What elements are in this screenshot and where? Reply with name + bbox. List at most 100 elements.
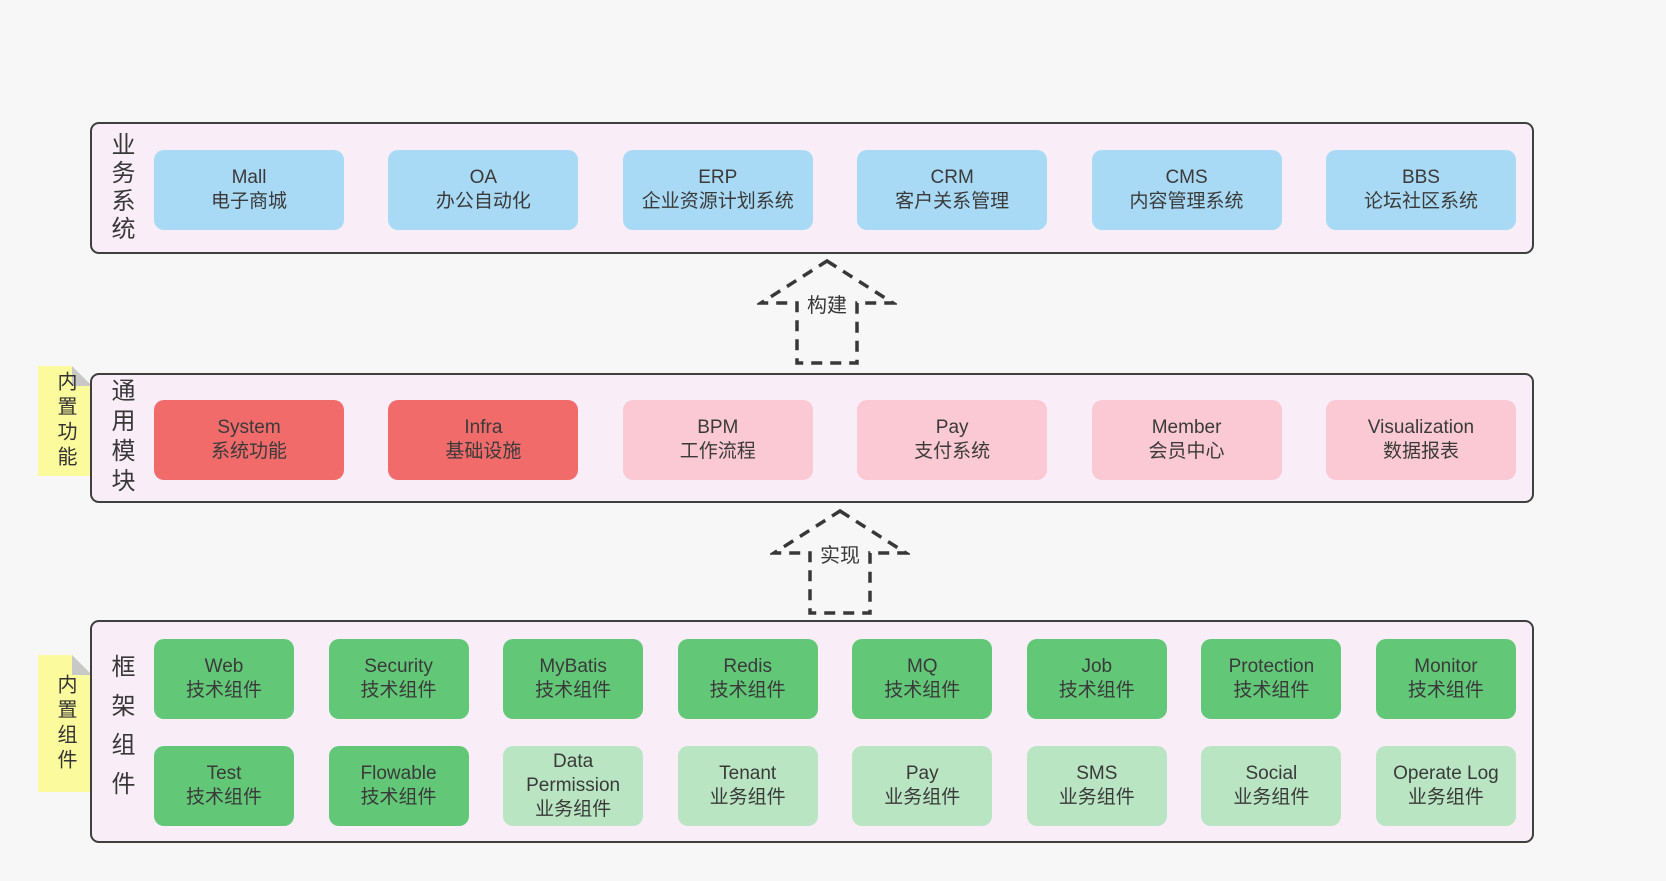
- box-subtitle: 技术组件: [185, 680, 262, 701]
- box-row: System 系统功能 Infra 基础设施 BPM 工作流程 Pay 支付系统 Member 会…: [154, 400, 1516, 480]
- module-box-pay: Pay 业务组件: [852, 746, 993, 826]
- box-subtitle: 客户关系管理: [895, 191, 1010, 212]
- box-title: OA: [469, 166, 498, 188]
- module-box-sms: SMS 业务组件: [1026, 746, 1167, 826]
- band-label: 通用模块: [107, 378, 134, 498]
- box-subtitle: 企业资源计划系统: [641, 191, 794, 212]
- box-subtitle: 技术组件: [709, 680, 786, 701]
- band-label: 框架组件: [107, 653, 134, 810]
- box-subtitle: 技术组件: [1233, 680, 1310, 701]
- box-title: Tenant: [719, 762, 777, 784]
- box-subtitle: 业务组件: [535, 799, 612, 821]
- box-subtitle: 技术组件: [185, 787, 262, 808]
- box-subtitle: 电子商城: [210, 191, 287, 212]
- dashed-up-arrow-icon: [770, 508, 910, 615]
- box-title: BBS: [1401, 166, 1440, 188]
- module-box-oa: OA 办公自动化: [388, 150, 579, 230]
- module-box-data-permission: Data Permission 业务组件: [503, 746, 644, 826]
- module-box-flowable: Flowable 技术组件: [328, 746, 469, 826]
- sticky-note-builtin-components: 内置组件: [38, 655, 92, 792]
- box-subtitle: 技术组件: [535, 680, 612, 701]
- module-box-operate-log: Operate Log 业务组件: [1375, 746, 1516, 826]
- module-box-mybatis: MyBatis 技术组件: [503, 639, 644, 719]
- module-box-security: Security 技术组件: [328, 639, 469, 719]
- box-subtitle: 内容管理系统: [1129, 191, 1244, 212]
- box-title: Member: [1151, 416, 1222, 438]
- module-box-bpm: BPM 工作流程: [622, 400, 813, 480]
- band-label: 业务系统: [107, 132, 134, 244]
- sticky-note-builtin-features: 内置功能: [38, 366, 92, 476]
- box-subtitle: 办公自动化: [435, 191, 531, 212]
- box-subtitle: 业务组件: [884, 787, 961, 808]
- module-box-social: Social 业务组件: [1201, 746, 1342, 826]
- module-box-tenant: Tenant 业务组件: [677, 746, 818, 826]
- box-title: Data Permission: [526, 750, 621, 796]
- box-subtitle: 技术组件: [1058, 680, 1135, 701]
- box-subtitle: 技术组件: [884, 680, 961, 701]
- box-subtitle: 基础设施: [445, 441, 522, 462]
- box-title: Security: [364, 655, 433, 677]
- box-title: ERP: [698, 166, 738, 188]
- box-subtitle: 系统功能: [210, 441, 287, 462]
- box-title: SMS: [1076, 762, 1118, 784]
- box-subtitle: 工作流程: [679, 441, 756, 462]
- module-box-pay: Pay 支付系统: [857, 400, 1048, 480]
- box-title: Social: [1245, 762, 1298, 784]
- note-label: 内置功能: [54, 371, 76, 471]
- box-subtitle: 数据报表: [1382, 441, 1459, 462]
- box-title: Job: [1081, 655, 1113, 677]
- arrow-label: 构建: [804, 294, 850, 318]
- module-box-cms: CMS 内容管理系统: [1091, 150, 1282, 230]
- module-box-web: Web 技术组件: [154, 639, 294, 719]
- box-title: System: [217, 416, 281, 438]
- box-title: Operate Log: [1393, 762, 1499, 784]
- module-box-mq: MQ 技术组件: [852, 639, 993, 719]
- arrow-build: 构建: [757, 257, 897, 367]
- box-subtitle: 支付系统: [914, 441, 991, 462]
- box-title: CMS: [1165, 166, 1208, 188]
- box-title: Infra: [464, 416, 503, 438]
- module-box-test: Test 技术组件: [154, 746, 294, 826]
- module-box-visualization: Visualization 数据报表: [1325, 400, 1516, 480]
- box-subtitle: 业务组件: [1233, 787, 1310, 808]
- module-box-bbs: BBS 论坛社区系统: [1325, 150, 1516, 230]
- box-subtitle: 技术组件: [360, 787, 437, 808]
- box-title: Pay: [905, 762, 939, 784]
- module-box-monitor: Monitor 技术组件: [1375, 639, 1516, 719]
- arrow-label: 实现: [817, 544, 863, 568]
- module-box-job: Job 技术组件: [1026, 639, 1167, 719]
- box-title: Test: [206, 762, 242, 784]
- dashed-up-arrow-icon: [757, 258, 897, 365]
- arrow-implement: 实现: [770, 507, 910, 617]
- box-subtitle: 技术组件: [360, 680, 437, 701]
- box-subtitle: 技术组件: [1407, 680, 1484, 701]
- module-box-redis: Redis 技术组件: [677, 639, 818, 719]
- box-title: Visualization: [1367, 416, 1475, 438]
- box-title: Monitor: [1414, 655, 1478, 677]
- box-subtitle: 业务组件: [1407, 787, 1484, 808]
- box-title: Redis: [723, 655, 772, 677]
- box-subtitle: 论坛社区系统: [1363, 191, 1478, 212]
- band-common-modules: 通用模块 System 系统功能 Infra 基础设施 BPM 工作流程 Pay 支付系统 Me…: [90, 373, 1534, 503]
- module-box-member: Member 会员中心: [1091, 400, 1282, 480]
- box-title: Flowable: [360, 762, 437, 784]
- box-title: Web: [204, 655, 244, 677]
- module-box-erp: ERP 企业资源计划系统: [622, 150, 813, 230]
- box-title: Pay: [935, 416, 969, 438]
- box-title: MQ: [906, 655, 938, 677]
- box-title: BPM: [697, 416, 739, 438]
- module-box-infra: Infra 基础设施: [388, 400, 579, 480]
- box-subtitle: 会员中心: [1148, 441, 1225, 462]
- module-box-system: System 系统功能: [154, 400, 344, 480]
- box-subtitle: 业务组件: [1058, 787, 1135, 808]
- box-title: MyBatis: [539, 655, 607, 677]
- box-subtitle: 业务组件: [709, 787, 786, 808]
